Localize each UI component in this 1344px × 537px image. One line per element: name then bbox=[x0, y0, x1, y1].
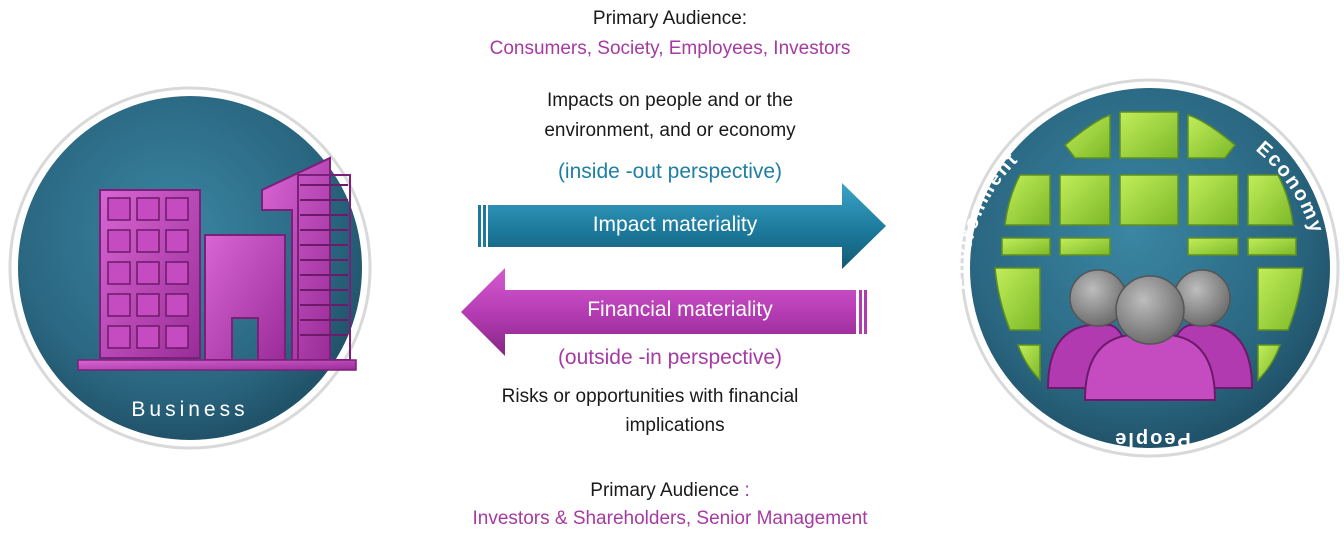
financial-description-line2: implications bbox=[625, 415, 725, 436]
bottom-audience-groups: Investors & Shareholders, Senior Managem… bbox=[472, 508, 868, 529]
impact-perspective: (inside -out perspective) bbox=[557, 160, 783, 183]
bottom-audience-colon: : bbox=[739, 480, 750, 501]
business-label: Business bbox=[131, 398, 249, 421]
bottom-audience-label: Primary Audience : bbox=[450, 480, 890, 502]
financial-description-line1: Risks or opportunities with financial bbox=[501, 386, 799, 407]
financial-materiality-arrow bbox=[461, 268, 867, 356]
financial-materiality-label: Financial materiality bbox=[587, 298, 773, 321]
impact-description-line1: Impacts on people and or the bbox=[546, 90, 794, 111]
bottom-audience-label-text: Primary Audience bbox=[590, 480, 740, 501]
top-audience-groups: Consumers, Society, Employees, Investors bbox=[489, 38, 851, 59]
financial-perspective: (outside -in perspective) bbox=[557, 346, 783, 369]
impact-materiality-label: Impact materiality bbox=[592, 213, 758, 236]
people-label: People bbox=[1113, 428, 1191, 450]
buildings-icon bbox=[77, 156, 357, 371]
people-label-text: People bbox=[1113, 428, 1191, 450]
top-audience-label: Primary Audience: bbox=[592, 8, 748, 29]
impact-description-line2: environment, and or economy bbox=[544, 120, 796, 141]
impact-materiality-arrow bbox=[478, 183, 886, 269]
people-group-icon bbox=[1046, 269, 1254, 401]
globe-with-people-icon bbox=[994, 111, 1304, 382]
